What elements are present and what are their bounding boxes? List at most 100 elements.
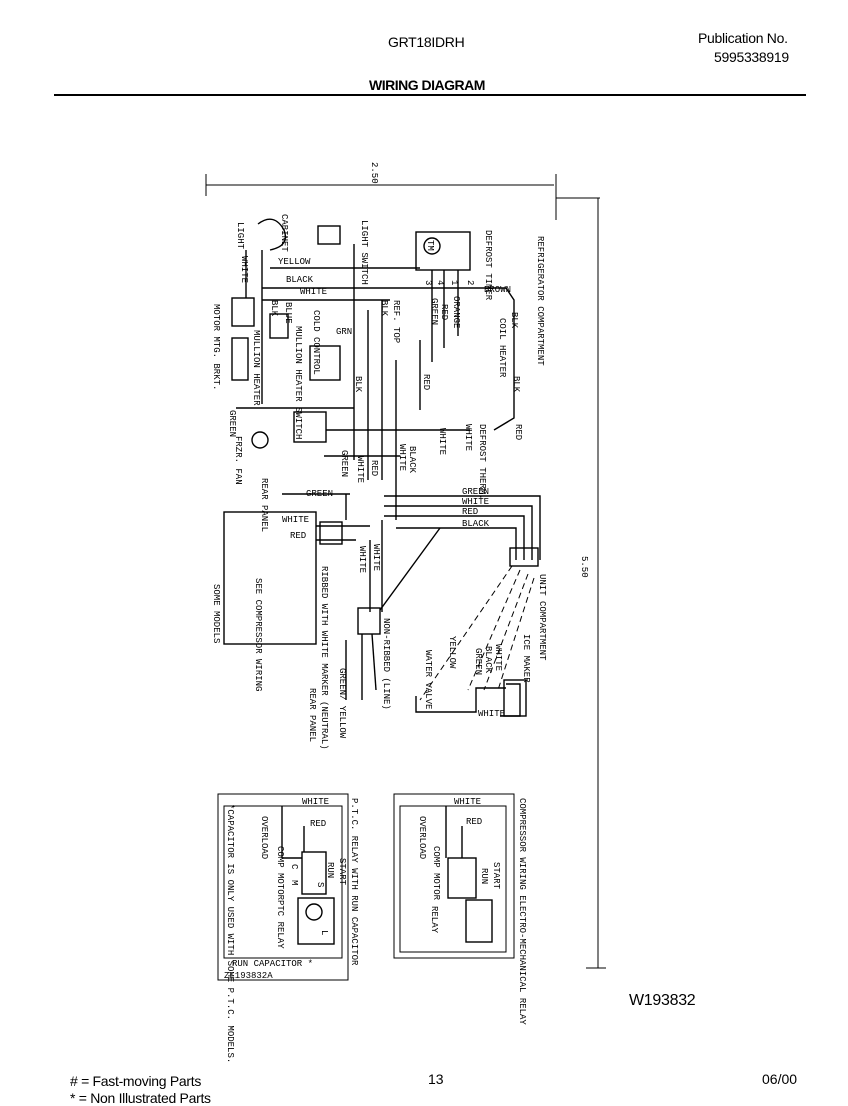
publication-number: 5995338919 <box>714 49 789 65</box>
label-coil-heater: COIL HEATER <box>497 318 507 378</box>
label-white-mid3: WHITE <box>397 444 407 471</box>
label-green-rear: GREEN <box>306 489 333 499</box>
label-red-mid: RED <box>421 374 431 390</box>
refrigerator-wiring <box>231 218 515 520</box>
ptc-capacitor-note: *CAPACITOR IS ONLY USED WITH SOME P.T.C.… <box>225 804 235 1063</box>
label-white-light: WHITE <box>239 256 249 283</box>
label-white-bundle: WHITE <box>462 497 489 507</box>
label-black-top: BLACK <box>286 275 314 285</box>
emr-start: START <box>491 862 501 890</box>
label-frzr-fan: FRZR. FAN <box>233 436 243 485</box>
label-yellow-unit: YELLOW <box>447 636 457 669</box>
label-white-comp: WHITE <box>282 515 309 525</box>
ptc-comp-motor: COMP MOTOR <box>275 846 285 901</box>
ptc-white: WHITE <box>302 797 329 807</box>
label-white-unit-2: WHITE <box>371 544 381 571</box>
ptc-run: RUN <box>325 862 335 878</box>
label-light: LIGHT <box>235 222 245 250</box>
diagram-labels: REFRIGERATOR COMPARTMENT UNIT COMPARTMEN… <box>211 214 547 750</box>
model-number: GRT18IDRH <box>388 34 465 50</box>
ptc-run-capacitor: RUN CAPACITOR * <box>232 959 313 969</box>
figure-id: W193832 <box>629 992 696 1009</box>
label-terminal-4: 4 <box>435 280 445 285</box>
ptc-relay: PTC RELAY <box>275 900 285 949</box>
label-defrost-timer: DEFROST TIMER <box>483 230 493 301</box>
label-defrost-therm: DEFROST THERM. <box>477 424 487 500</box>
label-motor-mtg-brkt: MOTOR MTG. BRKT. <box>211 304 221 390</box>
label-terminal-1: 1 <box>449 280 459 285</box>
label-unit-compartment: UNIT COMPARTMENT <box>537 574 547 661</box>
dimension-lines: 2.50 5.50 <box>205 162 606 969</box>
label-green-fan: GREEN <box>227 410 237 437</box>
label-blk-reftop: BLK <box>379 300 389 317</box>
label-white-unit-3: WHITE <box>493 644 503 671</box>
label-yellow-top: YELLOW <box>278 257 311 267</box>
label-green-mid: GREEN <box>339 450 349 477</box>
label-mullion-heater-switch: MULLION HEATER SWITCH <box>293 326 303 439</box>
ptc-s: S <box>315 882 325 887</box>
label-some-models: SOME MODELS <box>211 584 221 643</box>
ptc-relay-box: P.T.C. RELAY WITH RUN CAPACITOR WHITE RE… <box>217 793 359 1063</box>
label-green-bundle: GREEN <box>462 487 489 497</box>
label-white-unit-4: WHITE <box>478 709 505 719</box>
dim-right-label: 5.50 <box>579 556 589 578</box>
emr-comp-motor: COMP MOTOR <box>431 846 441 901</box>
label-blk-coil-2: BLK <box>511 376 521 393</box>
dim-top-label: 2.50 <box>369 162 379 184</box>
label-white-mid: WHITE <box>437 428 447 455</box>
emr-red: RED <box>466 817 482 827</box>
label-terminal-3: 3 <box>423 280 433 285</box>
label-blk-mullion: BLK <box>269 300 279 317</box>
emr-title: COMPRESSOR WIRING ELECTRO-MECHANICAL REL… <box>517 798 527 1025</box>
label-light-switch: LIGHT SWITCH <box>359 220 369 285</box>
label-blk-coil-1: BLK <box>509 312 519 329</box>
ptc-start: START <box>337 858 347 886</box>
label-water-valve: WATER VALVE <box>423 650 433 709</box>
label-refrigerator-compartment: REFRIGERATOR COMPARTMENT <box>535 236 545 366</box>
header-rule <box>54 94 806 96</box>
label-blue: BLUE <box>283 302 293 324</box>
label-rear-panel-top: REAR PANEL <box>259 478 269 532</box>
label-red-reftop: RED <box>439 304 449 320</box>
label-tm: TM <box>425 240 435 251</box>
label-ice-maker: ICE MAKER <box>521 634 531 683</box>
label-black-unit: BLACK <box>483 646 493 674</box>
label-white-therm: WHITE <box>463 424 473 451</box>
ptc-red: RED <box>310 819 326 829</box>
label-grn: GRN <box>336 327 352 337</box>
legend-non-illustrated: * = Non Illustrated Parts <box>70 1090 211 1106</box>
page-number: 13 <box>428 1071 444 1087</box>
label-white-unit-1: WHITE <box>357 546 367 573</box>
emr-relay: RELAY <box>429 906 439 934</box>
label-ref-top: REF. TOP <box>391 300 401 343</box>
label-orange: ORANGE <box>451 296 461 328</box>
label-terminal-2: 2 <box>465 280 475 285</box>
label-red-coil: RED <box>513 424 523 440</box>
ptc-title: P.T.C. RELAY WITH RUN CAPACITOR <box>349 798 359 966</box>
emr-run: RUN <box>479 868 489 884</box>
revision-date: 06/00 <box>762 1071 798 1087</box>
label-cold-control: COLD CONTROL <box>311 310 321 375</box>
publication-label: Publication No. <box>698 30 788 46</box>
label-red-comp: RED <box>290 531 306 541</box>
label-green-yellow: GREEN/ YELLOW <box>337 668 347 739</box>
ptc-l: L <box>319 930 329 935</box>
label-non-ribbed: NON-RIBBED (LINE) <box>381 618 391 710</box>
ptc-c: C <box>289 864 299 870</box>
label-brown: BROWN <box>484 285 511 295</box>
ptc-overload: OVERLOAD <box>259 816 269 859</box>
label-see-compressor-wiring: SEE COMPRESSOR WIRING <box>253 578 263 691</box>
label-mullion-heater: MULLION HEATER <box>251 330 261 406</box>
label-green-unit: GREEN <box>473 648 483 675</box>
ptc-zl-id: ZL193832A <box>224 971 273 981</box>
label-white-top: WHITE <box>300 287 327 297</box>
page-title: WIRING DIAGRAM <box>369 77 485 93</box>
label-rear-panel-bottom: REAR PANEL <box>307 688 317 742</box>
emr-relay-box: COMPRESSOR WIRING ELECTRO-MECHANICAL REL… <box>393 793 527 1025</box>
emr-white: WHITE <box>454 797 481 807</box>
label-white-mid2: WHITE <box>355 456 365 483</box>
label-blk-cold: BLK <box>353 376 363 393</box>
label-black-bundle: BLACK <box>462 519 490 529</box>
unit-compartment-wiring <box>223 495 541 717</box>
